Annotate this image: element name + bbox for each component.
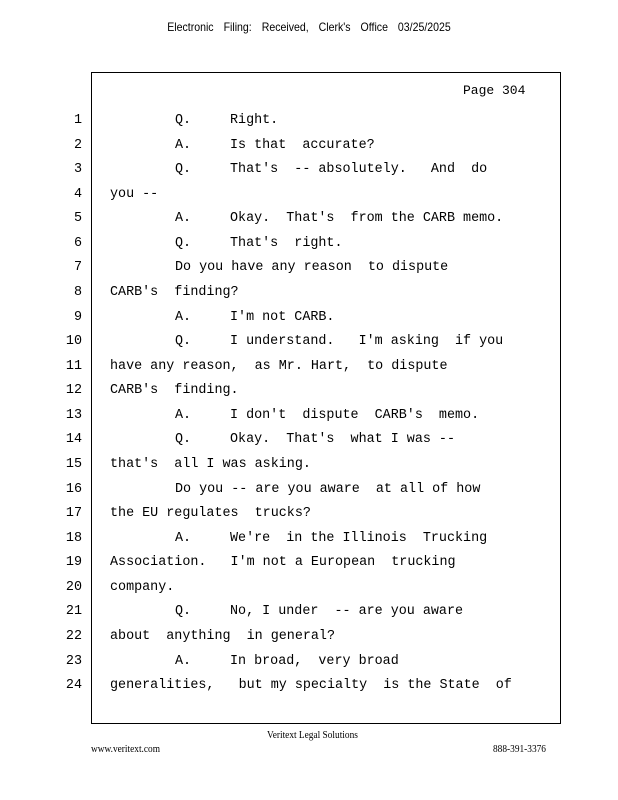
transcript-line: 5 A. Okay. That's from the CARB memo. — [0, 211, 618, 231]
line-text: Do you have any reason to dispute — [175, 260, 449, 276]
line-text: That's -- absolutely. And do — [230, 162, 488, 178]
transcript-line: 24 generalities, but my specialty is the … — [0, 678, 618, 698]
line-text: have any reason, as Mr. Hart, to dispute — [110, 358, 448, 374]
line-number: 7 — [73, 260, 82, 276]
line-text: about anything in general? — [110, 628, 335, 644]
line-text: I'm not CARB. — [230, 309, 335, 325]
transcript-line: 14 Q. Okay. That's what I was -- — [0, 432, 618, 452]
line-number: 16 — [65, 481, 82, 497]
speaker-label: A. — [175, 211, 192, 227]
line-number: 13 — [65, 407, 82, 423]
page-number: Page 304 — [463, 83, 526, 98]
speaker-label: Q. — [175, 432, 192, 448]
line-text: CARB's finding. — [110, 383, 239, 399]
line-text: Is that accurate? — [230, 137, 375, 153]
speaker-label: Q. — [175, 334, 192, 350]
speaker-label: Q. — [175, 604, 192, 620]
transcript-line: 2 A. Is that accurate? — [0, 138, 618, 158]
transcript-line: 1 Q. Right. — [0, 113, 618, 133]
line-text: the EU regulates trucks? — [110, 506, 311, 522]
transcript-line: 22 about anything in general? — [0, 629, 618, 649]
speaker-label: A. — [175, 653, 192, 669]
transcript-line: 23 A. In broad, very broad — [0, 654, 618, 674]
transcript-line: 12 CARB's finding. — [0, 383, 618, 403]
line-text: Association. I'm not a European trucking — [110, 555, 456, 571]
footer-phone: 888-391-3376 — [493, 743, 546, 755]
line-text: Do you -- are you aware at all of how — [175, 481, 481, 497]
line-number: 14 — [65, 432, 82, 448]
filing-header: Electronic Filing: Received, Clerk's Off… — [167, 20, 451, 34]
line-number: 12 — [65, 383, 82, 399]
line-text: I don't dispute CARB's memo. — [230, 407, 480, 423]
line-number: 18 — [65, 530, 82, 546]
line-number: 15 — [65, 456, 82, 472]
speaker-label: A. — [175, 407, 192, 423]
line-number: 20 — [65, 579, 82, 595]
line-text: That's right. — [230, 235, 343, 251]
line-text: Okay. That's from the CARB memo. — [230, 211, 504, 227]
transcript-line: 16 Do you -- are you aware at all of how — [0, 482, 618, 502]
transcript-line: 9 A. I'm not CARB. — [0, 310, 618, 330]
transcript-frame — [91, 72, 561, 724]
line-text: In broad, very broad — [230, 653, 399, 669]
line-number: 22 — [65, 628, 82, 644]
line-text: you -- — [110, 186, 159, 202]
transcript-line: 7 Do you have any reason to dispute — [0, 260, 618, 280]
line-text: No, I under -- are you aware — [230, 604, 464, 620]
line-number: 19 — [65, 555, 82, 571]
speaker-label: Q. — [175, 113, 192, 128]
line-number: 11 — [65, 358, 82, 374]
transcript-line: 11 have any reason, as Mr. Hart, to dispu… — [0, 359, 618, 379]
transcript-line: 17 the EU regulates trucks? — [0, 506, 618, 526]
line-text: company. — [110, 579, 175, 595]
transcript-line: 19 Association. I'm not a European trucki… — [0, 555, 618, 575]
line-number: 6 — [73, 235, 82, 251]
transcript-line: 3 Q. That's -- absolutely. And do — [0, 162, 618, 182]
line-number: 1 — [73, 113, 82, 128]
line-number: 23 — [65, 653, 82, 669]
line-number: 8 — [73, 284, 82, 300]
line-text: Okay. That's what I was -- — [230, 432, 455, 448]
line-text: I understand. I'm asking if you — [230, 334, 504, 350]
footer-website: www.veritext.com — [91, 743, 160, 755]
line-text: Right. — [230, 113, 279, 128]
transcript-line: 8 CARB's finding? — [0, 285, 618, 305]
speaker-label: Q. — [175, 162, 192, 178]
line-number: 17 — [65, 506, 82, 522]
transcript-line: 20 company. — [0, 580, 618, 600]
line-text: We're in the Illinois Trucking — [230, 530, 488, 546]
line-number: 5 — [73, 211, 82, 227]
speaker-label: Q. — [175, 235, 192, 251]
transcript-line: 13 A. I don't dispute CARB's memo. — [0, 408, 618, 428]
transcript-line: 21 Q. No, I under -- are you aware — [0, 604, 618, 624]
transcript-line: 10 Q. I understand. I'm asking if you — [0, 334, 618, 354]
line-text: CARB's finding? — [110, 284, 239, 300]
line-text: generalities, but my specialty is the St… — [110, 678, 512, 694]
line-number: 3 — [73, 162, 82, 178]
line-number: 2 — [73, 137, 82, 153]
line-text: that's all I was asking. — [110, 456, 311, 472]
speaker-label: A. — [175, 309, 192, 325]
line-number: 24 — [65, 678, 82, 694]
line-number: 10 — [65, 334, 82, 350]
line-number: 9 — [73, 309, 82, 325]
transcript-line: 4 you -- — [0, 187, 618, 207]
speaker-label: A. — [175, 137, 192, 153]
transcript-line: 15 that's all I was asking. — [0, 457, 618, 477]
speaker-label: A. — [175, 530, 192, 546]
transcript-line: 6 Q. That's right. — [0, 236, 618, 256]
line-number: 21 — [65, 604, 82, 620]
line-number: 4 — [73, 186, 82, 202]
transcript-line: 18 A. We're in the Illinois Trucking — [0, 531, 618, 551]
footer-company: Veritext Legal Solutions — [267, 729, 358, 741]
